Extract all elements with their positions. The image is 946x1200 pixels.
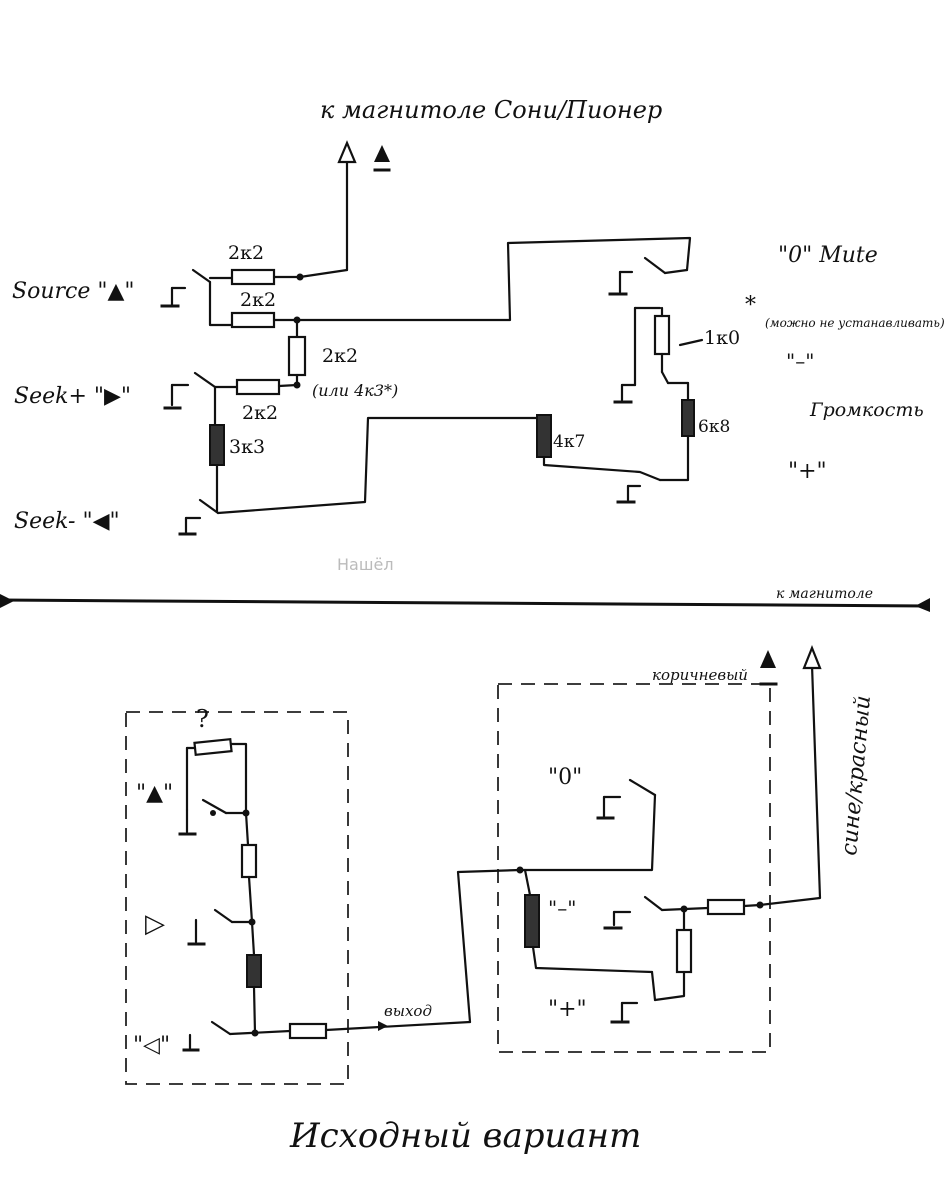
output-terminal	[337, 140, 357, 272]
source-label: Source "▲"	[12, 279, 135, 304]
resistor-right-vertical	[675, 928, 693, 974]
mute-switch	[608, 256, 689, 296]
resistor-label-6k8: 6к8	[698, 417, 730, 437]
ground-terminal-top	[373, 145, 391, 172]
plus-label-bottom: "+"	[548, 997, 587, 1022]
right-switch-plus	[610, 970, 657, 1024]
right-switch-minus	[603, 895, 664, 930]
optional-note: (можно не устанавливать)	[765, 316, 945, 330]
volume-label: Громкость	[809, 399, 924, 421]
exit-label: выход	[384, 1002, 432, 1020]
resistor-left-1	[240, 843, 258, 879]
right-switch-zero	[596, 778, 657, 820]
plus-label-top: "+"	[788, 459, 827, 484]
minus-switch-top	[613, 370, 690, 404]
resistor-6k8	[681, 399, 695, 437]
seek-plus-switch	[163, 371, 217, 410]
resistor-2k2-b	[230, 311, 276, 329]
left-button-block	[125, 711, 349, 1085]
btn-left-label: "◁"	[133, 1033, 170, 1058]
to-radio-label: к магнитоле	[776, 586, 873, 602]
seek-plus-label: Seek+ "▶"	[14, 384, 131, 409]
resistor-label-source: 2к2	[228, 242, 264, 264]
diagram-caption: Исходный вариант	[289, 1116, 641, 1156]
zero-label: "0"	[548, 765, 582, 790]
separator-line	[0, 594, 931, 612]
resistor-label-mid: 2к2	[322, 345, 358, 367]
resistor-label-mid-alt: (или 4к3*)	[312, 381, 398, 400]
resistor-2k2-seek	[235, 378, 281, 396]
mute-label: "0" Mute	[778, 243, 878, 268]
resistor-label-3k3: 3к3	[229, 436, 265, 458]
resistor-2k2-a	[230, 268, 276, 286]
resistor-right-1	[524, 894, 540, 948]
resistor-label-1k0: 1к0	[704, 327, 740, 349]
resistor-label-seek: 2к2	[242, 402, 278, 424]
blue-red-wire-label: сине/красный	[837, 694, 876, 856]
seek-minus-switch	[178, 498, 220, 536]
ground-terminal-bottom	[759, 650, 778, 686]
resistor-left-2	[246, 954, 262, 988]
plus-switch-top	[616, 484, 642, 504]
seek-minus-label: Seek- "◀"	[14, 509, 120, 534]
left-switch-up	[178, 798, 228, 836]
resistor-3k3	[209, 424, 225, 466]
resistor-2k2-vertical	[287, 335, 307, 377]
resistor-1k0	[653, 314, 671, 356]
resistor-left-out	[288, 1022, 328, 1040]
minus-label-bottom: "–"	[548, 896, 576, 920]
left-switch-right	[187, 908, 234, 946]
output-label: к магнитоле Сони/Пионер	[320, 96, 662, 124]
source-switch	[160, 268, 212, 308]
left-switch-left	[182, 1020, 232, 1052]
right-button-block	[497, 683, 771, 1053]
question-label: ?	[196, 705, 209, 733]
resistor-4k7	[536, 414, 552, 458]
minus-label-top: "–"	[786, 349, 814, 373]
asterisk-label: *	[745, 293, 756, 318]
btn-right-label: ▷	[145, 909, 165, 939]
btn-up-label: "▲"	[136, 781, 173, 806]
resistor-right-out	[706, 898, 746, 916]
resistor-unknown	[193, 737, 233, 757]
resistor-label-4k7: 4к7	[553, 432, 585, 452]
faint-label: Нашёл	[337, 555, 394, 574]
resistor-label-source2: 2к2	[240, 289, 276, 311]
brown-wire-label: коричневый	[652, 666, 748, 684]
